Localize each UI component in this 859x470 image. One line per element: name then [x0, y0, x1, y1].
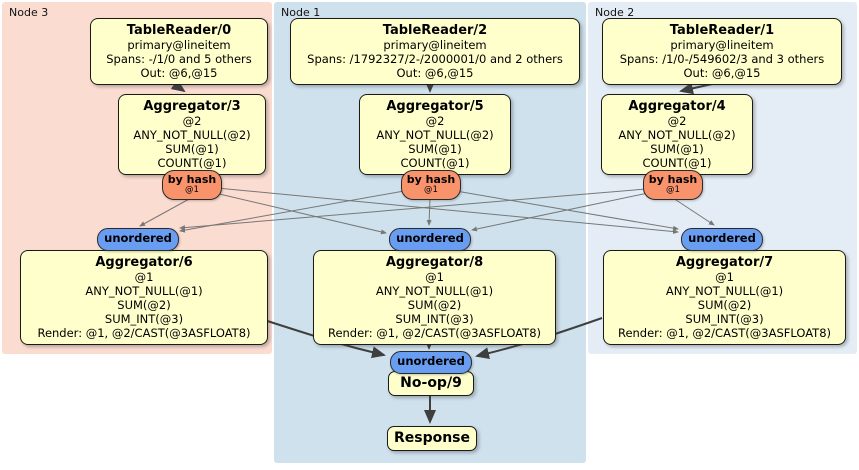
router-key: @1	[185, 185, 199, 195]
processor-detail: Out: @6,@15	[683, 66, 761, 80]
processor-title: Aggregator/3	[143, 99, 241, 114]
region-node-1-label: Node 1	[281, 6, 321, 19]
processor-detail: primary@lineitem	[383, 38, 487, 52]
processor-response: Response	[387, 426, 477, 451]
processor-aggregator-8: Aggregator/8 @1 ANY_NOT_NULL(@1) SUM(@2)…	[313, 250, 556, 345]
processor-detail: @2	[425, 114, 445, 128]
processor-detail: ANY_NOT_NULL(@1)	[375, 284, 494, 298]
processor-detail: SUM(@1)	[650, 142, 704, 156]
processor-detail: @2	[182, 114, 202, 128]
processor-detail: ANY_NOT_NULL(@2)	[618, 128, 736, 142]
processor-detail: @1	[715, 270, 734, 284]
sync-unordered-node2: unordered	[681, 228, 763, 251]
processor-detail: ANY_NOT_NULL(@1)	[665, 284, 784, 298]
processor-detail: primary@lineitem	[670, 38, 774, 52]
processor-detail: COUNT(@1)	[157, 156, 227, 170]
router-label: by hash	[406, 173, 456, 186]
processor-title: TableReader/0	[126, 23, 232, 38]
processor-detail: ANY_NOT_NULL(@1)	[85, 284, 203, 298]
processor-aggregator-7: Aggregator/7 @1 ANY_NOT_NULL(@1) SUM(@2)…	[603, 250, 846, 345]
sync-unordered-node3: unordered	[97, 228, 179, 251]
processor-tablereader-0: TableReader/0 primary@lineitem Spans: -/…	[90, 18, 268, 85]
processor-detail: SUM(@1)	[165, 142, 219, 156]
processor-detail: @1	[134, 270, 154, 284]
processor-detail: primary@lineitem	[127, 38, 231, 52]
processor-aggregator-3: Aggregator/3 @2 ANY_NOT_NULL(@2) SUM(@1)…	[118, 94, 266, 175]
sync-unordered-final: unordered	[390, 351, 472, 374]
processor-title: Aggregator/8	[385, 255, 484, 270]
router-edges	[139, 187, 715, 235]
processor-title: Aggregator/6	[95, 255, 193, 270]
processor-detail: Spans: /1792327/2-/2000001/0 and 2 other…	[307, 52, 563, 66]
processor-detail: SUM(@1)	[408, 142, 462, 156]
processor-detail: SUM_INT(@3)	[685, 312, 764, 326]
processor-detail: SUM(@2)	[697, 298, 752, 312]
processor-title: Aggregator/4	[628, 99, 726, 114]
processor-detail: @1	[425, 270, 444, 284]
processor-detail: SUM(@2)	[117, 298, 171, 312]
processor-detail: SUM(@2)	[407, 298, 462, 312]
processor-detail: Out: @6,@15	[396, 66, 474, 80]
processor-detail: ANY_NOT_NULL(@2)	[133, 128, 251, 142]
router-key: @1	[424, 185, 438, 195]
processor-title: TableReader/1	[669, 23, 775, 38]
router-by-hash-node1: by hash @1	[401, 170, 461, 200]
processor-detail: Render: @1, @2/CAST(@3ASFLOAT8)	[37, 326, 251, 340]
processor-noop-9: No-op/9	[388, 371, 474, 396]
sync-unordered-node1: unordered	[389, 228, 471, 251]
router-key: @1	[666, 185, 680, 195]
processor-title: Aggregator/7	[675, 255, 774, 270]
router-by-hash-node2: by hash @1	[643, 170, 703, 200]
processor-tablereader-1: TableReader/1 primary@lineitem Spans: /1…	[602, 18, 842, 85]
processor-detail: Render: @1, @2/CAST(@3ASFLOAT8)	[617, 326, 832, 340]
processor-detail: Render: @1, @2/CAST(@3ASFLOAT8)	[327, 326, 542, 340]
router-label: by hash	[167, 173, 217, 186]
router-by-hash-node3: by hash @1	[162, 170, 222, 200]
processor-title: Aggregator/5	[386, 99, 484, 114]
processor-detail: ANY_NOT_NULL(@2)	[376, 128, 494, 142]
processor-detail: Out: @6,@15	[140, 66, 218, 80]
processor-detail: SUM_INT(@3)	[104, 312, 184, 326]
processor-detail: @2	[667, 114, 687, 128]
router-label: by hash	[648, 173, 698, 186]
processor-detail: SUM_INT(@3)	[395, 312, 474, 326]
processor-aggregator-4: Aggregator/4 @2 ANY_NOT_NULL(@2) SUM(@1)…	[601, 94, 753, 175]
processor-detail: Spans: -/1/0 and 5 others	[106, 52, 252, 66]
processor-title: TableReader/2	[382, 23, 488, 38]
processor-aggregator-5: Aggregator/5 @2 ANY_NOT_NULL(@2) SUM(@1)…	[359, 94, 511, 175]
processor-aggregator-6: Aggregator/6 @1 ANY_NOT_NULL(@1) SUM(@2)…	[20, 250, 268, 345]
processor-detail: COUNT(@1)	[400, 156, 470, 170]
processor-detail: Spans: /1/0-/549602/3 and 3 others	[619, 52, 825, 66]
region-node-2-label: Node 2	[595, 6, 635, 19]
region-node-3-label: Node 3	[9, 6, 49, 19]
processor-tablereader-2: TableReader/2 primary@lineitem Spans: /1…	[290, 18, 580, 85]
processor-detail: COUNT(@1)	[642, 156, 712, 170]
